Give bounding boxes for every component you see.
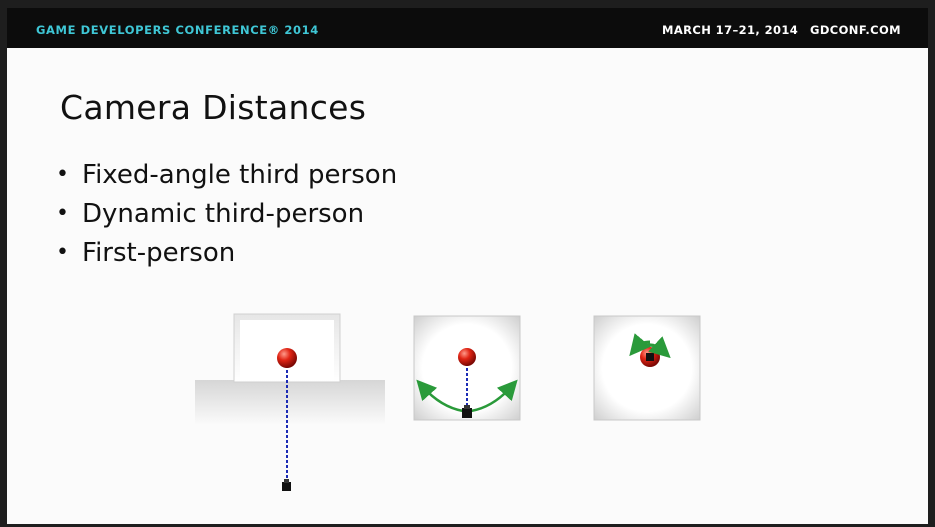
orbit-arrow-left <box>416 379 464 413</box>
camera-icon <box>462 405 472 418</box>
camera-icon <box>646 353 654 361</box>
bullet-item: • Dynamic third-person <box>55 197 397 236</box>
slide-title: Camera Distances <box>60 88 367 127</box>
conference-website: GDCONF.COM <box>810 23 902 37</box>
dynamic-diagram <box>413 315 521 421</box>
conference-name: GAME DEVELOPERS CONFERENCE® 2014 <box>36 23 319 37</box>
first-person-diagram <box>593 315 701 421</box>
bullet-text: First-person <box>82 238 236 268</box>
presentation-slide: GAME DEVELOPERS CONFERENCE® 2014 MARCH 1… <box>7 8 928 524</box>
orbit-arrow-right <box>470 379 518 413</box>
bullet-item: • First-person <box>55 236 397 275</box>
conference-dates: MARCH 17–21, 2014 <box>662 23 799 37</box>
rotate-arrow-back-icon <box>629 333 651 357</box>
floor-shading <box>195 380 385 425</box>
bullet-dot-icon: • <box>56 240 69 265</box>
bullet-list: • Fixed-angle third person • Dynamic third… <box>55 158 397 275</box>
bullet-text: Fixed-angle third person <box>82 160 398 190</box>
conference-header-bar: GAME DEVELOPERS CONFERENCE® 2014 MARCH 1… <box>7 8 928 48</box>
ball-icon <box>458 348 476 366</box>
room-box <box>593 315 701 421</box>
fixed-angle-diagram <box>195 313 385 493</box>
bullet-text: Dynamic third-person <box>82 199 365 229</box>
camera-icon <box>282 479 291 491</box>
ball-icon <box>277 348 297 368</box>
bullet-dot-icon: • <box>56 162 69 187</box>
bullet-item: • Fixed-angle third person <box>55 158 397 197</box>
bullet-dot-icon: • <box>56 201 69 226</box>
